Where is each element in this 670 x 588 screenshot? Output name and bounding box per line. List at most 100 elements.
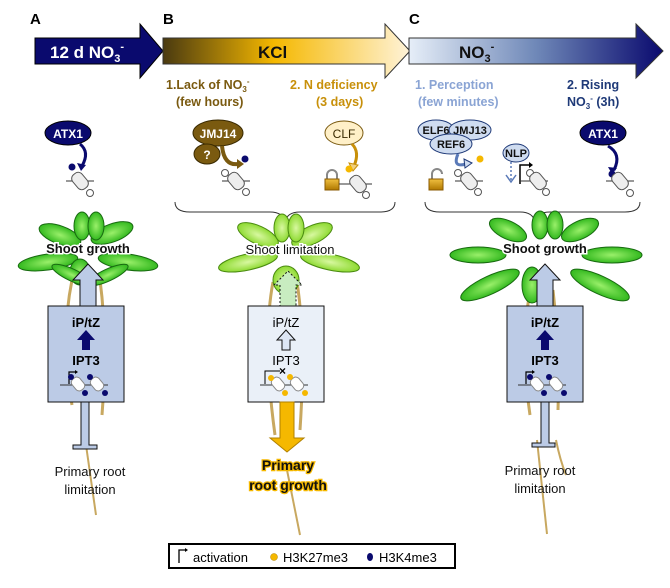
atx1-bubble xyxy=(44,120,92,146)
promoter-nucleosomes xyxy=(518,370,567,396)
atx1-label: ATX1 xyxy=(53,127,83,141)
shoot-limitation-label: Shoot limitation xyxy=(246,242,335,257)
plant-a: Shoot growth iP/tZ IPT3 Primary root lim… xyxy=(17,211,159,516)
ipt3-box xyxy=(506,305,584,403)
promoter-nucleosomes xyxy=(60,370,108,396)
induction-arrow xyxy=(275,329,297,351)
arrow-c-label: NO3- xyxy=(459,41,495,65)
plant-c: Shoot growth iP/tZ IPT3 Primary root lim… xyxy=(449,210,643,535)
legend-activation: activation xyxy=(193,550,248,565)
gene-label: IPT3 xyxy=(272,353,299,368)
root-label-line1: Primary xyxy=(262,457,314,473)
h3k27-mark xyxy=(345,165,353,173)
arrow-a-label: 12 d NO3- xyxy=(50,41,124,65)
shoot-arrow xyxy=(71,263,105,308)
atx1-arrow xyxy=(607,144,619,171)
panel-letter-b: B xyxy=(163,11,174,28)
b-jmj14-group: JMJ14 ? xyxy=(192,119,250,196)
ipt3-box xyxy=(247,305,325,403)
root-label-line2: root growth xyxy=(249,477,327,493)
nucleosome-icon xyxy=(520,169,550,196)
c-demethylase-group: ELF6 JMJ13 REF6 xyxy=(417,119,492,196)
h3k4-mark xyxy=(68,163,76,171)
shoot-growth-label: Shoot growth xyxy=(46,241,130,256)
c-atx1-group: ATX1 xyxy=(579,120,634,197)
shoot-growth-label: Shoot growth xyxy=(503,241,587,256)
clf-bubble xyxy=(324,120,364,146)
unknown-label: ? xyxy=(203,148,210,162)
panel-letter-c: C xyxy=(409,11,420,28)
panel-letter-a: A xyxy=(30,11,41,28)
activation-arrow-icon xyxy=(519,162,533,184)
lock-closed-icon xyxy=(324,169,340,191)
arrow-no3: NO3- xyxy=(408,22,664,80)
root-label-line2: limitation xyxy=(64,482,115,497)
b-step2-line1: 2. N deficiency xyxy=(290,78,378,92)
a-atx1-group: ATX1 xyxy=(44,120,94,197)
jmj14-arrow xyxy=(220,145,239,167)
jmj14-label: JMJ14 xyxy=(200,127,237,141)
induction-arrow xyxy=(77,330,95,350)
root-inhibition-bar xyxy=(531,401,556,448)
h3k4-mark xyxy=(241,155,249,163)
root-label-line2: limitation xyxy=(514,481,565,496)
rosette-leaves xyxy=(449,210,643,304)
elf6-label: ELF6 xyxy=(423,125,450,137)
jmj14-bubble xyxy=(192,119,244,147)
b-step1-line1: 1.Lack of NO3- xyxy=(166,77,250,94)
legend-h3k27: H3K27me3 xyxy=(283,550,348,565)
legend: activation H3K27me3 H3K4me3 xyxy=(168,543,456,569)
induction-arrow xyxy=(536,330,554,350)
hormone-label: iP/tZ xyxy=(531,315,559,330)
arrow-12d-no3: 12 d NO3- xyxy=(34,22,164,80)
b-step1-line2: (few hours) xyxy=(176,95,243,109)
rosette-leaves xyxy=(218,213,360,295)
h3k27-mark xyxy=(476,155,484,163)
c-step1-line2: (few minutes) xyxy=(418,95,499,109)
root-inhibition-bar xyxy=(72,401,98,450)
blocked-x-icon: × xyxy=(279,364,286,378)
c-nlp-group: NLP xyxy=(502,143,550,196)
gene-label: IPT3 xyxy=(72,353,99,368)
c-step2-line2: NO3- (3h) xyxy=(567,94,619,111)
shoot-arrow xyxy=(528,263,562,308)
activation-arrow-icon xyxy=(178,548,188,563)
b-step2-line2: (3 days) xyxy=(316,95,363,109)
ref6-bubble xyxy=(429,133,473,155)
root-label-line1: Primary root xyxy=(505,463,576,478)
hormone-label: iP/tZ xyxy=(273,315,300,330)
nucleosome-icon xyxy=(66,171,94,197)
c-step1-line1: 1. Perception xyxy=(415,78,494,92)
atx1-arrow xyxy=(78,142,87,167)
h3k4-dot-icon xyxy=(367,553,373,561)
clf-label: CLF xyxy=(333,127,356,141)
demethylase-arrow xyxy=(454,153,467,167)
hormone-label: iP/tZ xyxy=(72,315,100,330)
legend-h3k4: H3K4me3 xyxy=(379,550,437,565)
b-clf-group: CLF xyxy=(324,120,372,199)
lock-open-icon xyxy=(428,168,444,191)
promoter-nucleosomes: × xyxy=(260,364,308,396)
atx1-label: ATX1 xyxy=(588,127,618,141)
ref6-label: REF6 xyxy=(437,139,465,151)
clf-arrow xyxy=(350,142,359,167)
nucleosome-icon xyxy=(221,169,250,196)
plant-b: Shoot limitation iP/tZ IPT3 × Primary ro… xyxy=(218,213,360,536)
c-step2-line1: 2. Rising xyxy=(567,78,619,92)
jmj13-label: JMJ13 xyxy=(453,125,487,137)
arrow-b-label: KCl xyxy=(258,43,287,62)
arrow-kcl: KCl xyxy=(162,22,411,80)
nlp-bubble xyxy=(502,143,530,163)
nucleosome-icon xyxy=(454,169,483,196)
nucleosome-icon xyxy=(606,171,634,197)
gene-label: IPT3 xyxy=(531,353,558,368)
atx1-bubble xyxy=(579,120,627,146)
ipt3-box xyxy=(47,305,125,403)
unknown-bubble xyxy=(193,143,221,165)
nlp-label: NLP xyxy=(505,148,527,160)
root-growth-arrow xyxy=(268,401,306,453)
h3k27-dot-icon xyxy=(270,553,278,561)
nucleosome-icon xyxy=(344,174,372,199)
root-label-line1: Primary root xyxy=(55,464,126,479)
